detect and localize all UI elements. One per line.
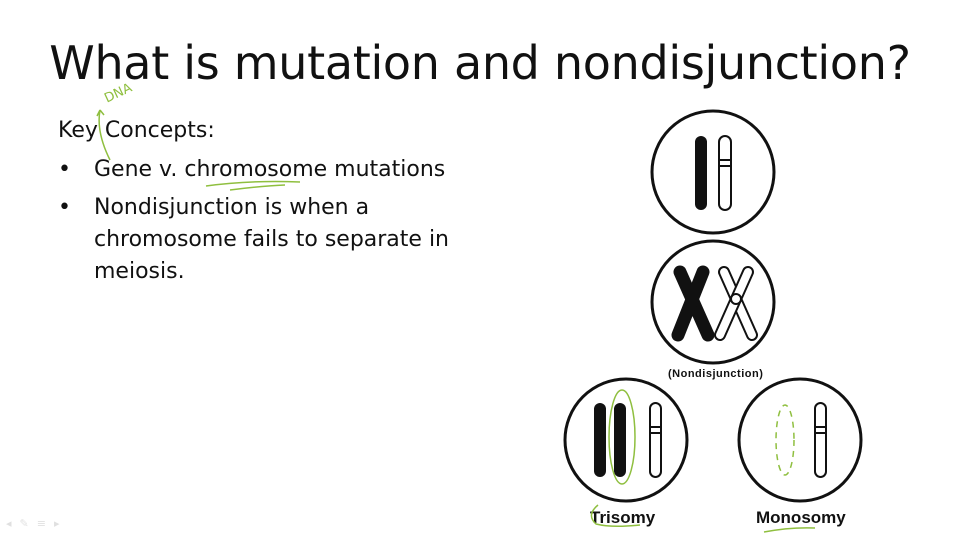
pen-tool-icon[interactable]: ✎ [19,517,29,530]
monosomy-circle [737,377,863,503]
bullet-item: • Gene v. chromosome mutations [58,154,478,186]
nondisjunction-diagram [563,109,863,503]
key-concepts-heading: Key Concepts: [58,118,215,143]
slide-menu-icon[interactable]: ≡ [36,517,46,530]
nondisjunction-circle [650,239,776,365]
slideshow-controls: ◂ ✎ ≡ ▸ [6,517,60,530]
bullet-list: • Gene v. chromosome mutations • Nondisj… [58,154,478,294]
bullet-text: Nondisjunction is when a chromosome fail… [94,195,449,284]
bullet-marker: • [58,157,71,182]
previous-slide-icon[interactable]: ◂ [6,517,12,530]
trisomy-circle [563,377,689,503]
next-slide-icon[interactable]: ▸ [53,517,60,530]
normal-pair-circle [650,109,776,235]
bullet-marker: • [58,195,71,220]
bullet-text: Gene v. chromosome mutations [94,157,446,182]
bullet-item: • Nondisjunction is when a chromosome fa… [58,192,478,288]
nondisjunction-label: (Nondisjunction) [668,368,764,380]
monosomy-label: Monosomy [756,508,846,527]
trisomy-label: Trisomy [590,508,656,527]
slide-title: What is mutation and nondisjunction? [49,36,911,90]
